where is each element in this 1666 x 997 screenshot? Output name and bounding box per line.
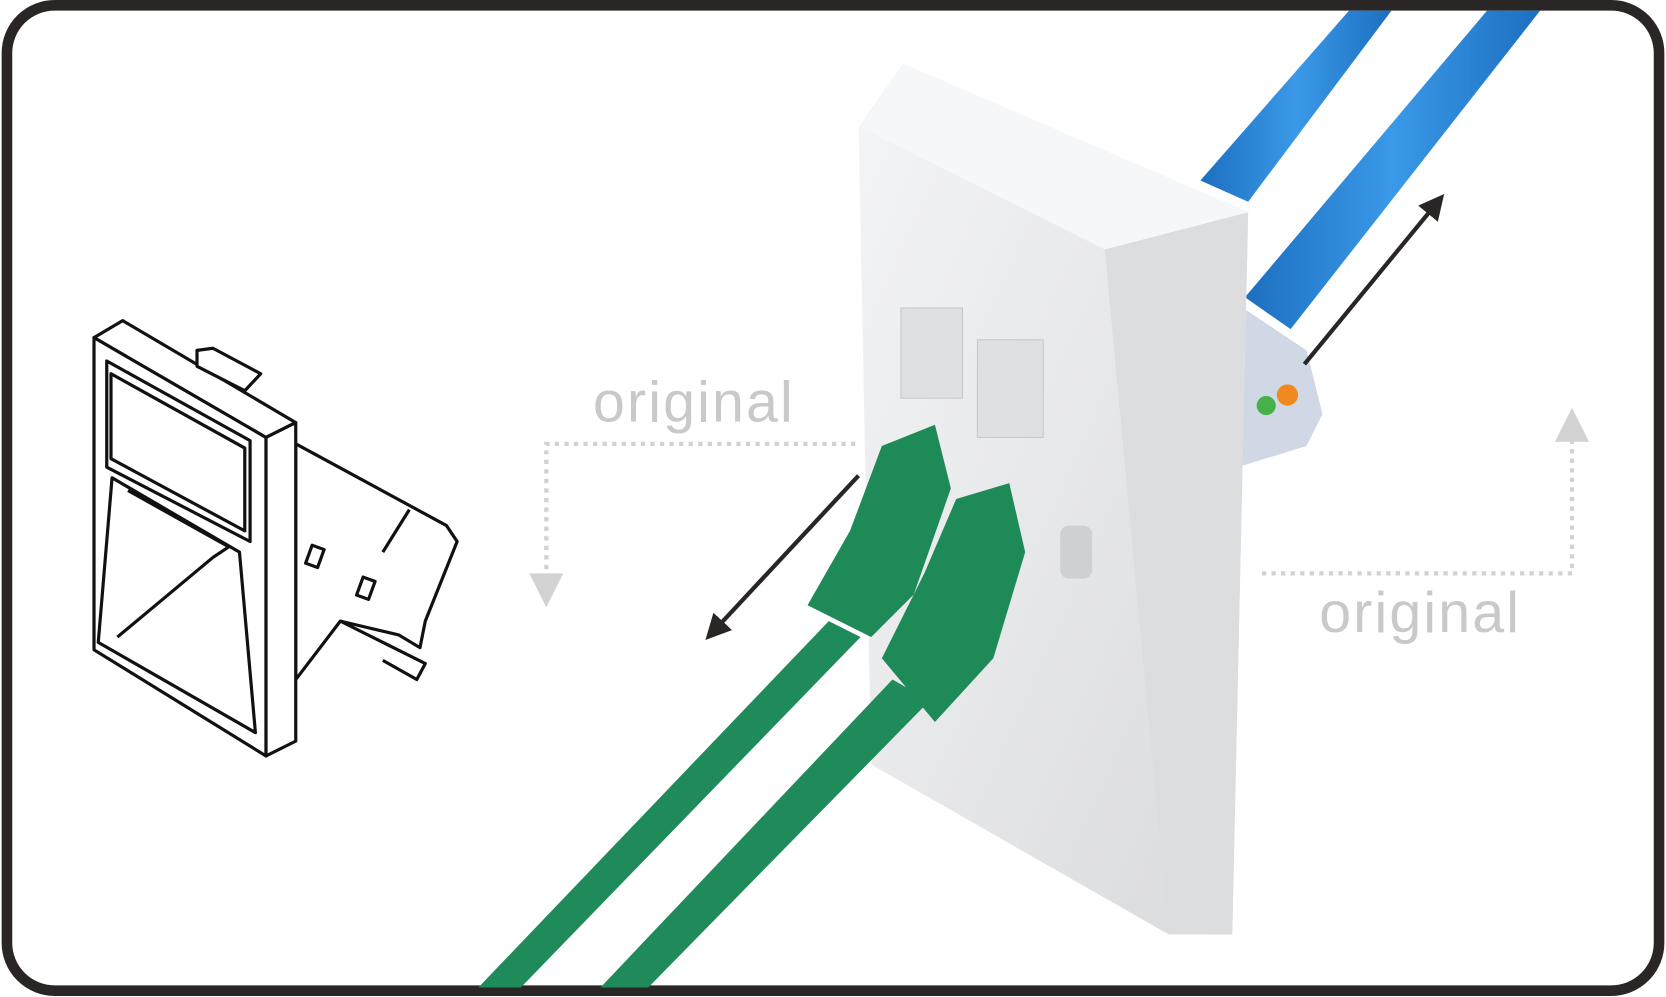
arrow-push-in — [1302, 194, 1445, 366]
dotted-arrow-right-head — [1555, 407, 1589, 442]
color-code-orange — [1276, 384, 1299, 406]
keystone-line-drawing — [92, 319, 459, 758]
blue-cables — [1200, 10, 1541, 468]
label-original-right: original — [1319, 581, 1521, 645]
dotted-arrow-left — [544, 441, 856, 579]
color-code-green — [1256, 396, 1276, 416]
arrow-pull-out — [705, 474, 861, 641]
dotted-arrow-right — [1261, 440, 1575, 576]
wall-plate — [858, 63, 1249, 935]
green-cables — [478, 424, 1026, 988]
dotted-arrow-left-head — [529, 573, 564, 608]
label-original-left: original — [593, 371, 795, 435]
